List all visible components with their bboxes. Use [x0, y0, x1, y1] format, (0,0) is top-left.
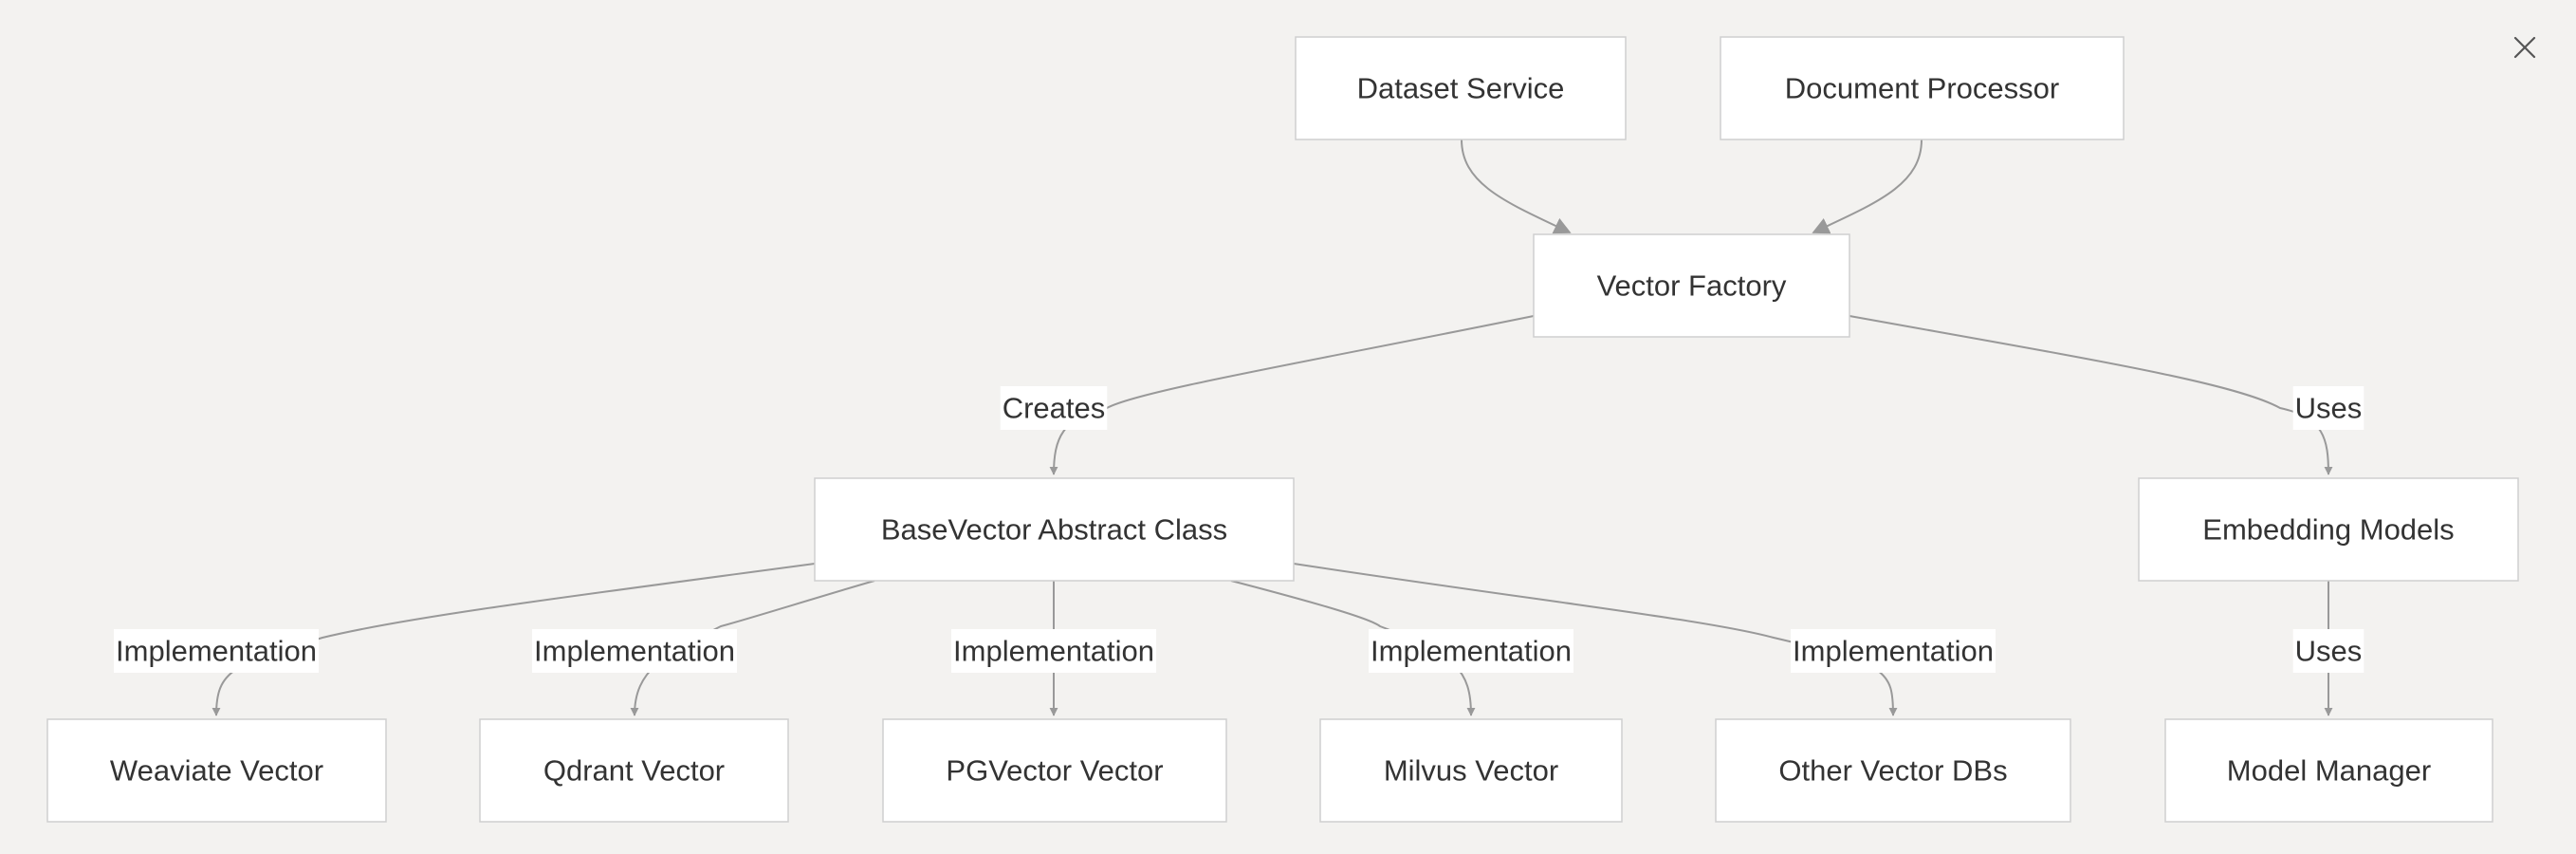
node-other-dbs: Other Vector DBs	[1715, 718, 2071, 823]
edge-label-background	[1791, 629, 1996, 673]
edge-label-background	[2292, 386, 2364, 430]
edge-line	[1461, 139, 1572, 234]
edge-label-background	[951, 629, 1156, 673]
edge-label-basevector-to-milvus: Implementation	[1369, 629, 1573, 673]
node-box	[1319, 718, 1623, 823]
edge-line	[630, 580, 875, 716]
node-label: Document Processor	[1785, 72, 2059, 105]
node-vector-factory: Vector Factory	[1533, 233, 1850, 338]
edge-basevector-to-qdrant	[630, 580, 875, 716]
edge-basevector-to-weaviate	[212, 563, 816, 716]
node-document-processor: Document Processor	[1720, 36, 2125, 140]
node-milvus: Milvus Vector	[1319, 718, 1623, 823]
node-box	[1295, 36, 1627, 140]
node-label: BaseVector Abstract Class	[881, 513, 1227, 547]
edge-basevector-to-other-dbs	[1293, 563, 1898, 716]
edge-basevector-to-milvus	[1230, 580, 1476, 716]
edge-document-processor-to-vector-factory	[1812, 139, 1923, 234]
edge-line	[1812, 139, 1923, 234]
nodes-layer: Dataset Service Document ProcessorVector …	[46, 36, 2519, 823]
edge-label-basevector-to-weaviate: Implementation	[114, 629, 319, 673]
edge-label-text: Implementation	[1793, 635, 1994, 668]
node-label: PGVector Vector	[946, 754, 1163, 788]
edge-vector-factory-to-embedding-models	[1849, 315, 2333, 475]
node-label: Model Manager	[2227, 754, 2431, 788]
node-label: Embedding Models	[2202, 513, 2454, 547]
edges-layer	[212, 139, 2333, 716]
edge-line	[1230, 580, 1476, 716]
node-model-manager: Model Manager	[2164, 718, 2493, 823]
node-embedding-models: Embedding Models	[2138, 477, 2519, 582]
edge-label-background	[532, 629, 737, 673]
edge-line	[1849, 315, 2333, 475]
edge-vector-factory-to-basevector	[1049, 315, 1535, 475]
node-pgvector: PGVector Vector	[882, 718, 1227, 823]
node-box	[882, 718, 1227, 823]
edge-label-background	[1369, 629, 1573, 673]
node-label: Other Vector DBs	[1778, 754, 2007, 788]
edge-label-text: Creates	[1003, 392, 1106, 425]
node-label: Dataset Service	[1357, 72, 1565, 105]
node-box	[46, 718, 387, 823]
edge-line	[1049, 315, 1535, 475]
edge-label-vector-factory-to-basevector: Creates	[1000, 386, 1108, 430]
edge-label-basevector-to-qdrant: Implementation	[532, 629, 737, 673]
edge-label-text: Uses	[2295, 392, 2363, 425]
edge-dataset-service-to-vector-factory	[1461, 139, 1572, 234]
node-box	[814, 477, 1295, 582]
edge-label-text: Implementation	[1371, 635, 1572, 668]
node-weaviate: Weaviate Vector	[46, 718, 387, 823]
node-box	[1720, 36, 2125, 140]
node-dataset-service: Dataset Service	[1295, 36, 1627, 140]
edge-label-background	[114, 629, 319, 673]
node-box	[2138, 477, 2519, 582]
edge-label-embedding-models-to-model-manager: Uses	[2292, 629, 2364, 673]
edge-label-text: Uses	[2295, 635, 2363, 668]
close-icon	[2513, 36, 2536, 59]
edge-label-text: Implementation	[953, 635, 1154, 668]
edge-label-background	[1000, 386, 1108, 430]
edge-label-basevector-to-pgvector: Implementation	[951, 629, 1156, 673]
node-label: Weaviate Vector	[110, 754, 323, 788]
node-box	[2164, 718, 2493, 823]
node-box	[479, 718, 789, 823]
node-label: Milvus Vector	[1384, 754, 1558, 788]
edge-label-vector-factory-to-embedding-models: Uses	[2292, 386, 2364, 430]
node-label: Qdrant Vector	[543, 754, 725, 788]
edge-label-background	[2292, 629, 2364, 673]
node-label: Vector Factory	[1597, 269, 1787, 303]
edge-label-basevector-to-other-dbs: Implementation	[1791, 629, 1996, 673]
edge-line	[1293, 563, 1898, 716]
close-button[interactable]	[2504, 27, 2546, 68]
edge-label-text: Implementation	[116, 635, 317, 668]
edge-label-text: Implementation	[534, 635, 735, 668]
node-box	[1715, 718, 2071, 823]
node-box	[1533, 233, 1850, 338]
edge-line	[212, 563, 816, 716]
node-basevector: BaseVector Abstract Class	[814, 477, 1295, 582]
node-qdrant: Qdrant Vector	[479, 718, 789, 823]
